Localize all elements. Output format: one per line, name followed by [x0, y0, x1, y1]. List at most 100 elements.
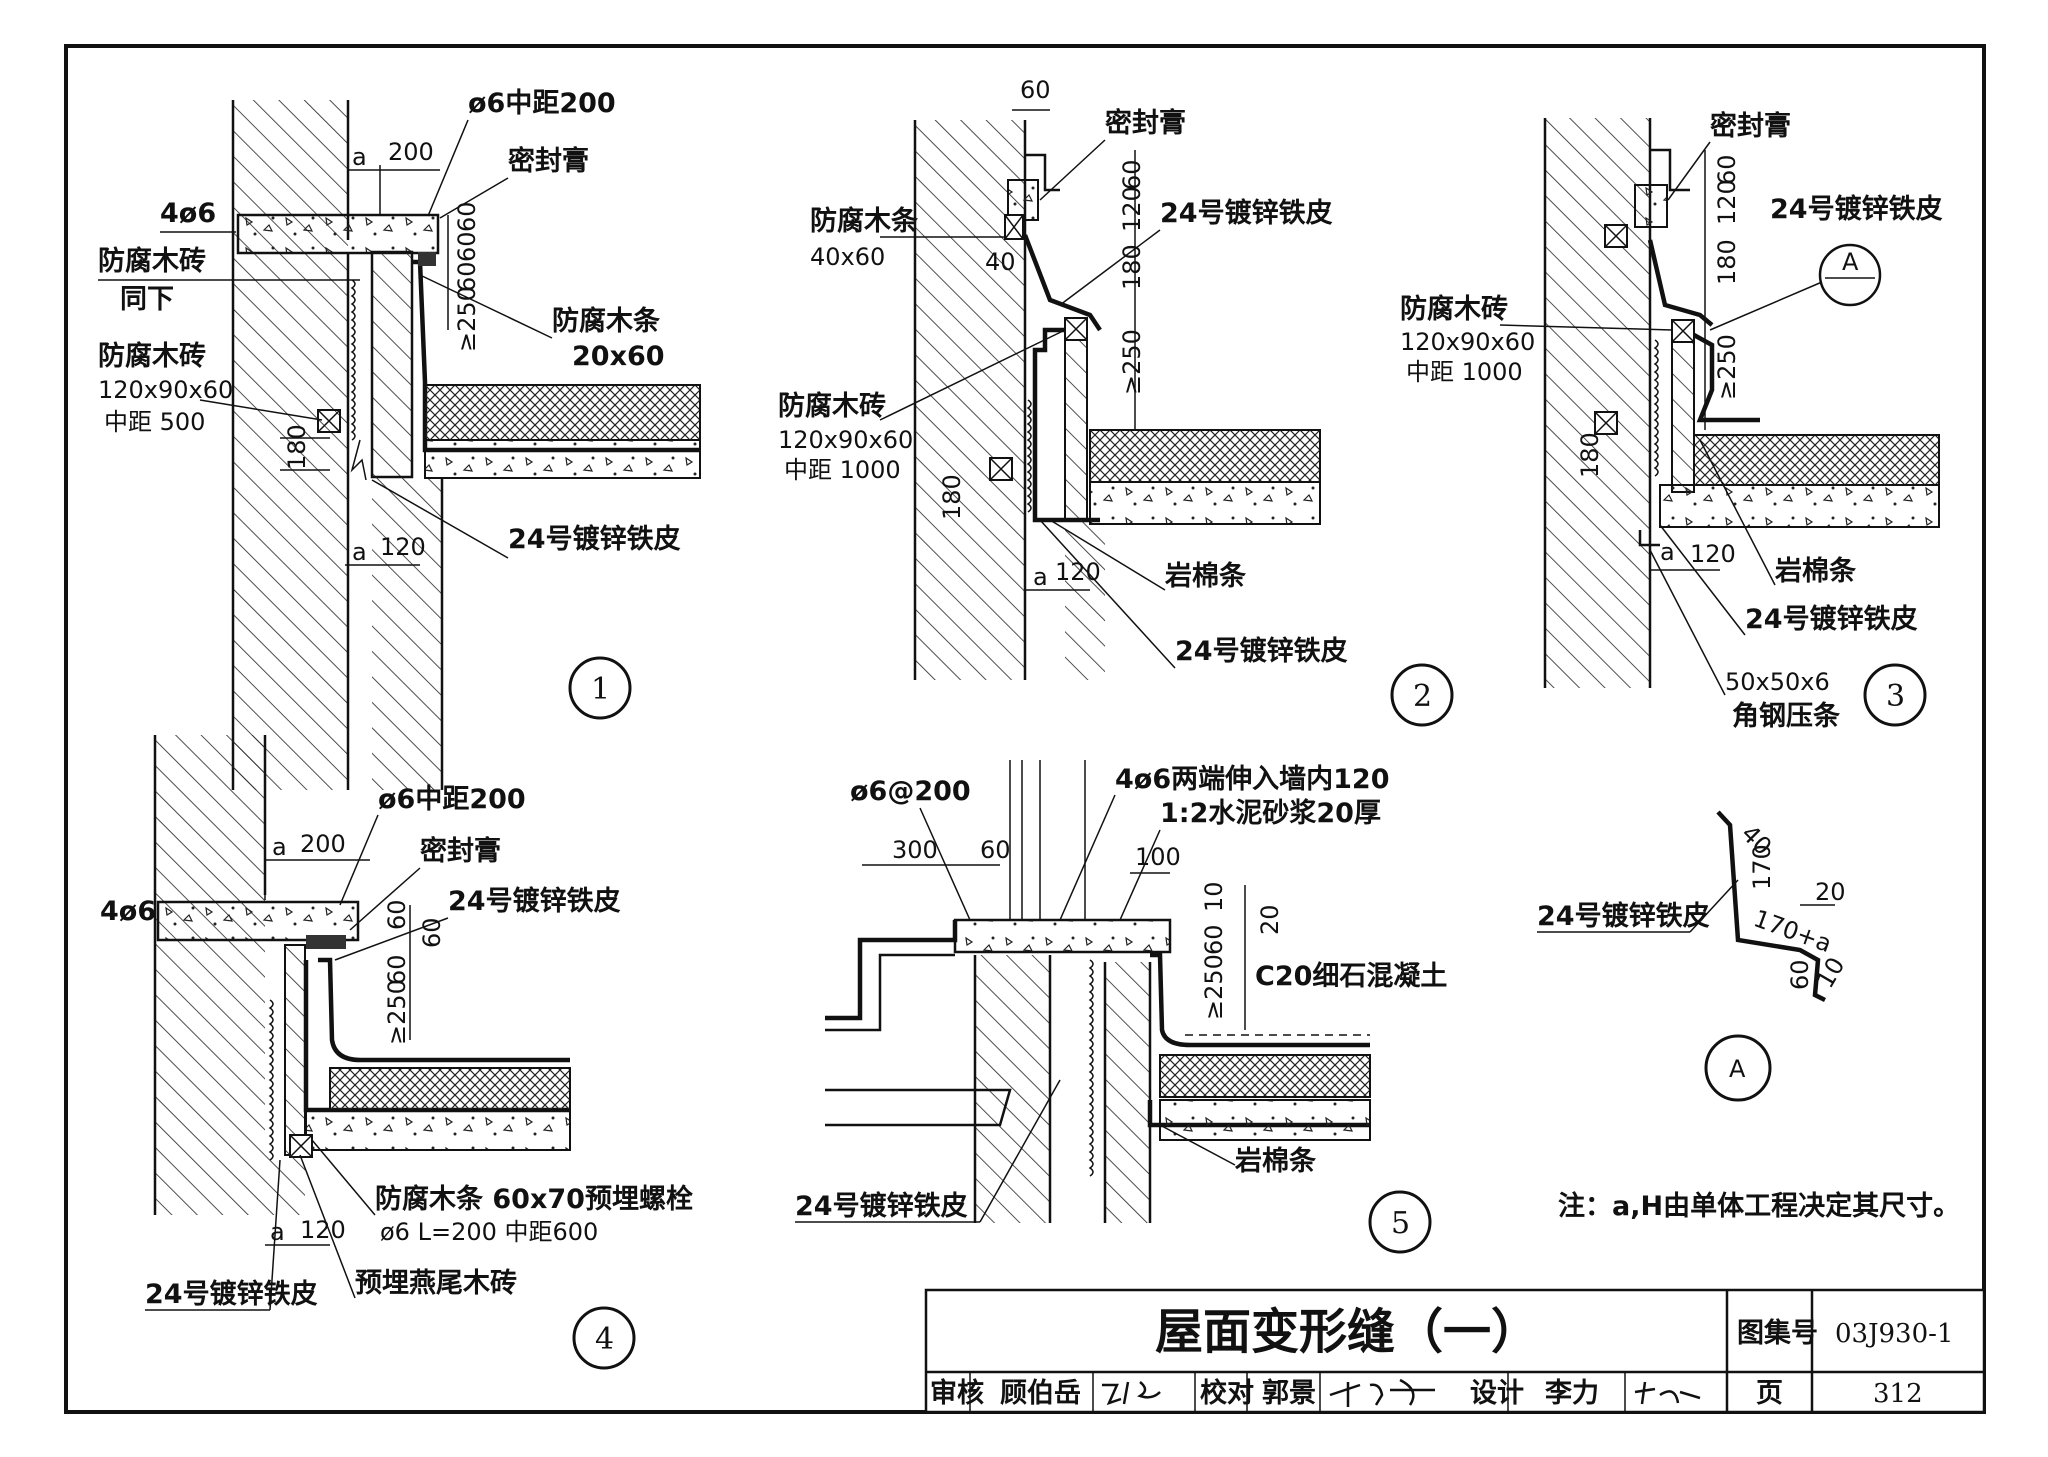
- label-text: 24号镀锌铁皮: [1770, 194, 1943, 225]
- label-text: 120: [1118, 186, 1146, 232]
- label-text: 24号镀锌铁皮: [1745, 604, 1918, 635]
- roof-insulation: [1159, 1054, 1371, 1098]
- label-text: 4ø6: [160, 198, 216, 229]
- label-text: 60: [1713, 154, 1741, 185]
- detail-5: 300 60 100 10 20 60 ≥250 ø6@200 4ø6两端伸入墙…: [795, 760, 1447, 1254]
- label-text: 60: [980, 836, 1011, 864]
- galvanized-sheet: [1150, 952, 1370, 1048]
- wall-lower: [372, 477, 442, 790]
- wall-left: [155, 735, 265, 1215]
- roof-slab: [305, 1109, 571, 1151]
- label-text: 中距 500: [104, 408, 205, 436]
- label-text: 60: [453, 201, 481, 232]
- galvanized-sheet: [1022, 234, 1102, 332]
- label-text: 防腐木砖: [98, 341, 206, 372]
- wall-right: [370, 250, 414, 479]
- label-text: 1: [591, 672, 610, 707]
- roof-insulation: [1089, 429, 1321, 483]
- sheet-profile: [1716, 810, 1827, 1003]
- label-text: ≥250: [1118, 329, 1146, 395]
- label-text: 岩棉条: [1774, 556, 1857, 587]
- label-text: ø6中距200: [468, 88, 616, 119]
- label-text: 防腐木砖: [778, 391, 886, 422]
- label-text: 120: [1713, 179, 1741, 225]
- label-text: 20: [1815, 878, 1846, 906]
- label-text: 20x60: [572, 341, 665, 372]
- wall-right: [1064, 339, 1088, 521]
- label-text: 24号镀锌铁皮: [508, 524, 681, 555]
- label-text: 20: [1256, 904, 1284, 935]
- roof-slab: [1659, 484, 1940, 528]
- label-text: a: [272, 833, 287, 861]
- label-text: 预埋燕尾木砖: [355, 1268, 517, 1299]
- label-text: 24号镀锌铁皮: [1175, 636, 1348, 667]
- label-text: 防腐木条: [552, 306, 661, 337]
- label-text: 120: [300, 1216, 346, 1244]
- rock-wool-strip: [350, 279, 356, 441]
- coping-slab: [236, 213, 440, 255]
- label-text: 中距 1000: [1406, 358, 1523, 386]
- label-text: 设计: [1470, 1378, 1524, 1409]
- roof-insulation: [1693, 434, 1940, 486]
- label-text: ø6中距200: [378, 784, 526, 815]
- label-text: 180: [1713, 239, 1741, 285]
- label-text: 防腐木砖: [1400, 294, 1508, 325]
- coping-slab: [156, 900, 360, 942]
- roof-insulation: [329, 1067, 571, 1111]
- label-text: 岩棉条: [1164, 561, 1247, 592]
- label-text: a: [1660, 538, 1675, 566]
- atlas-label: 图集号: [1737, 1317, 1818, 1349]
- roof-slab: [1159, 1099, 1371, 1141]
- label-text: 24号镀锌铁皮: [795, 1191, 968, 1222]
- cover-slab: [953, 918, 1172, 954]
- detail-3: A 60 120 180 ≥250 180 a 120 密封膏 24号镀锌铁皮 …: [1400, 110, 1943, 732]
- label-text: 60: [1020, 76, 1051, 104]
- label-text: 防腐木砖: [98, 246, 206, 277]
- label-text: 郭景: [1262, 1378, 1316, 1409]
- label-text: 200: [388, 138, 434, 166]
- label-text: ø6 L=200 中距600: [380, 1218, 598, 1246]
- sheet-title: 屋面变形缝（一）: [1155, 1304, 1539, 1360]
- label-text: 180: [1576, 432, 1604, 478]
- label-text: 170: [1748, 844, 1776, 890]
- label-text: 120x90x60: [778, 426, 913, 454]
- label-text: 300: [892, 836, 938, 864]
- detail-A: 40 170 170+a 20 60 10 24号镀锌铁皮 A: [1537, 810, 1850, 1102]
- label-text: 60: [1786, 959, 1814, 990]
- page-no: 312: [1873, 1379, 1923, 1409]
- label-text: 角钢压条: [1732, 700, 1841, 732]
- roof-slab: [424, 439, 701, 479]
- label-text: a: [352, 143, 367, 171]
- roof-slab: [1089, 481, 1321, 525]
- wall: [915, 120, 1025, 680]
- label-text: 60: [383, 899, 411, 930]
- galvanized-sheet: [1647, 239, 1714, 327]
- label-text: 60: [453, 231, 481, 262]
- label-text: 防腐木条: [810, 206, 919, 237]
- label-text: 密封膏: [1710, 110, 1791, 142]
- label-text: 同下: [120, 284, 174, 315]
- detail-4-marker: [572, 1306, 636, 1370]
- label-text: 24号镀锌铁皮: [1537, 901, 1710, 932]
- label-text: 180: [283, 424, 311, 470]
- label-text: 岩棉条: [1234, 1146, 1317, 1177]
- label-text: C20细石混凝土: [1255, 960, 1447, 992]
- label-text: 24号镀锌铁皮: [1160, 198, 1333, 229]
- label-text: a: [270, 1218, 285, 1246]
- label-text: A: [1842, 248, 1859, 276]
- label-text: 3: [1886, 679, 1905, 714]
- wall: [1545, 118, 1650, 688]
- roof-insulation: [424, 384, 701, 441]
- label-text: 审核: [930, 1377, 984, 1409]
- label-text: 4: [595, 1322, 614, 1357]
- detail-3-marker: [1863, 663, 1927, 727]
- designer-signature: [1634, 1381, 1701, 1405]
- label-text: 200: [300, 830, 346, 858]
- detail-4: a 200 60 60 60 ≥250 a 120 ø6中距200 密封膏 4ø…: [100, 735, 693, 1370]
- label-text: 120: [380, 533, 426, 561]
- label-text: A: [1729, 1055, 1746, 1083]
- label-text: 24号镀锌铁皮: [448, 886, 621, 917]
- label-text: 密封膏: [508, 145, 589, 177]
- label-text: ≥250: [453, 286, 481, 352]
